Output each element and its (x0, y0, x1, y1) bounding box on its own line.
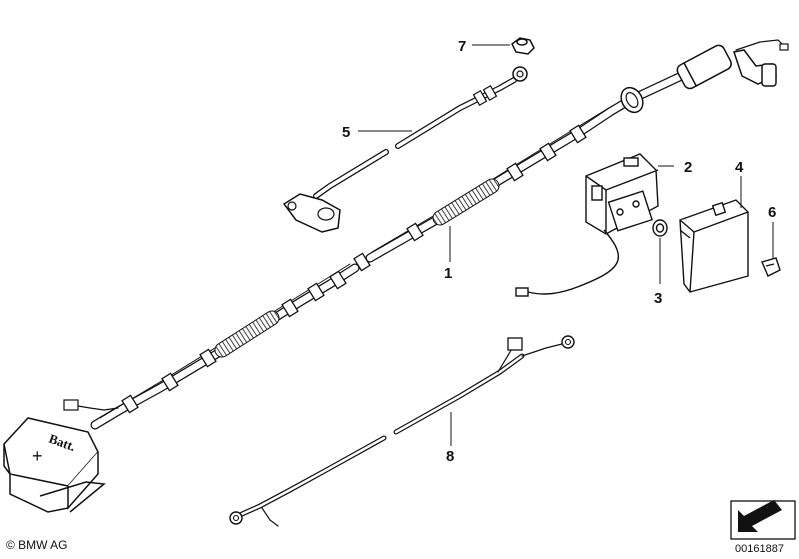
callout-1: 1 (444, 265, 452, 282)
callout-3: 3 (654, 290, 662, 307)
image-number: 00161887 (735, 543, 784, 555)
cover (679, 199, 749, 293)
callout-7: 7 (458, 38, 466, 55)
callout-2: 2 (684, 159, 692, 176)
nut (511, 37, 535, 55)
short-battery-cable (282, 66, 528, 233)
main-battery-cable (63, 39, 789, 430)
callout-6: 6 (768, 204, 776, 221)
arrow-icon (738, 500, 782, 532)
grommet (652, 219, 668, 237)
copyright-text: © BMW AG (6, 538, 68, 552)
battery-sign: + (32, 446, 43, 466)
wiring-harness (229, 335, 575, 527)
control-unit (515, 153, 659, 297)
callout-4: 4 (735, 159, 744, 176)
orientation-box (730, 500, 796, 540)
clip (761, 257, 781, 277)
battery-terminal-cover: Batt. + (3, 417, 106, 513)
callout-leaders (358, 44, 774, 446)
callout-8: 8 (446, 448, 454, 465)
callout-5: 5 (342, 124, 350, 141)
